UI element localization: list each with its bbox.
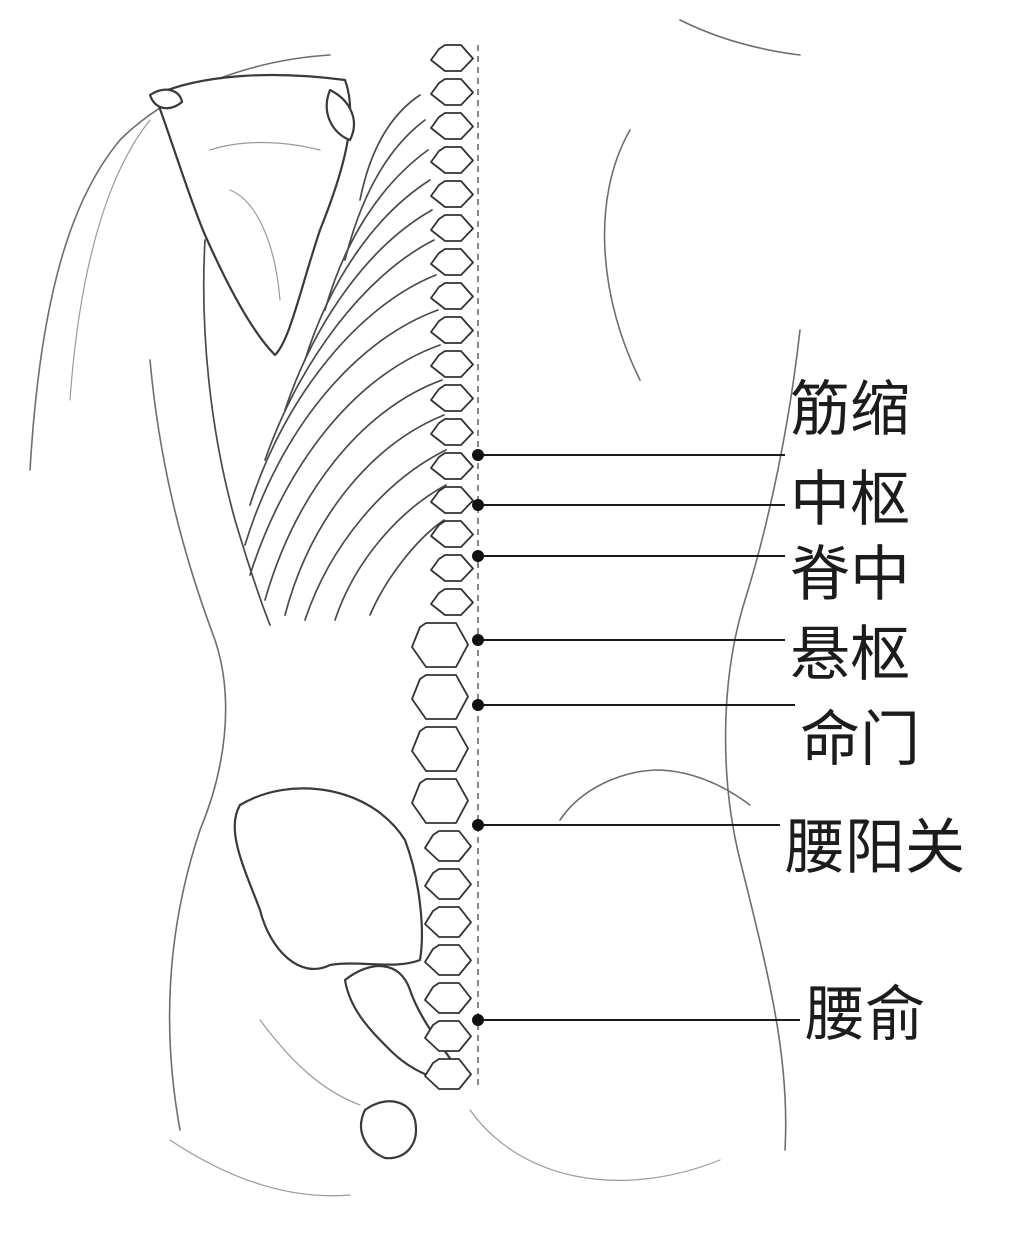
acupoint-label-jinsuo: 筋缩 [790,380,910,440]
vertebra [431,453,473,479]
acupoint-dot [472,1014,484,1026]
vertebra [431,215,473,241]
vertebra [425,945,471,975]
vertebra [431,45,473,71]
vertebra [431,79,473,105]
vertebra [425,907,471,937]
vertebra [431,385,473,411]
vertebra [431,589,473,615]
acupoint-dot [472,634,484,646]
acupoint-dot [472,449,484,461]
acupoint-dot [472,819,484,831]
vertebra [412,727,468,771]
vertebra [412,675,468,719]
vertebra [431,351,473,377]
vertebra [431,249,473,275]
vertebra [425,831,471,861]
acupoint-label-yaoyangguan: 腰阳关 [785,818,965,878]
acupoint-label-mingmen: 命门 [800,710,920,770]
acupoint-label-xuanshu: 悬枢 [790,625,910,685]
vertebra [431,419,473,445]
vertebra [431,181,473,207]
vertebra [425,983,471,1013]
vertebra [425,1059,471,1089]
vertebra [431,317,473,343]
acupoint-dot [472,550,484,562]
vertebra [412,779,468,823]
acupoint-label-yaoshu: 腰俞 [805,985,925,1045]
vertebra [431,555,473,581]
acupoint-label-jizhong: 脊中 [790,545,910,605]
acupoint-dot [472,499,484,511]
vertebra [412,623,468,667]
acupoint-label-zhongshu: 中枢 [790,470,910,530]
vertebra [425,869,471,899]
vertebra [431,283,473,309]
acupoint-dot [472,699,484,711]
vertebra [431,113,473,139]
vertebra [431,147,473,173]
acupoint-markers [472,449,800,1026]
